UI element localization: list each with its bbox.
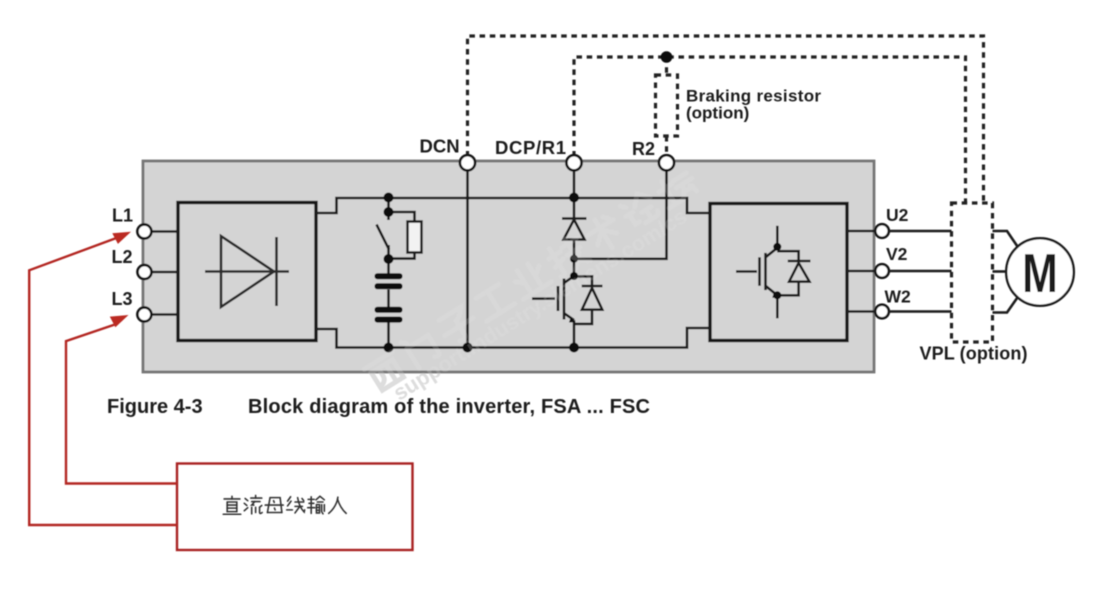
svg-text:DCN: DCN: [420, 136, 460, 157]
svg-text:U2: U2: [886, 205, 909, 225]
svg-text:DCP/R1: DCP/R1: [495, 137, 566, 158]
svg-text:L2: L2: [112, 247, 133, 267]
svg-text:M: M: [1022, 243, 1058, 304]
svg-text:R2: R2: [632, 139, 655, 159]
svg-text:L3: L3: [112, 289, 133, 309]
svg-text:W2: W2: [885, 287, 912, 307]
svg-text:Figure 4-3: Figure 4-3: [107, 396, 203, 418]
svg-text:VPL (option): VPL (option): [920, 344, 1028, 364]
svg-text:L1: L1: [112, 206, 133, 226]
svg-text:Braking resistor: Braking resistor: [686, 87, 821, 106]
svg-text:(option): (option): [686, 104, 749, 123]
svg-text:V2: V2: [886, 244, 908, 264]
svg-text:Block diagram of the inverter,: Block diagram of the inverter, FSA ... F…: [248, 396, 650, 418]
